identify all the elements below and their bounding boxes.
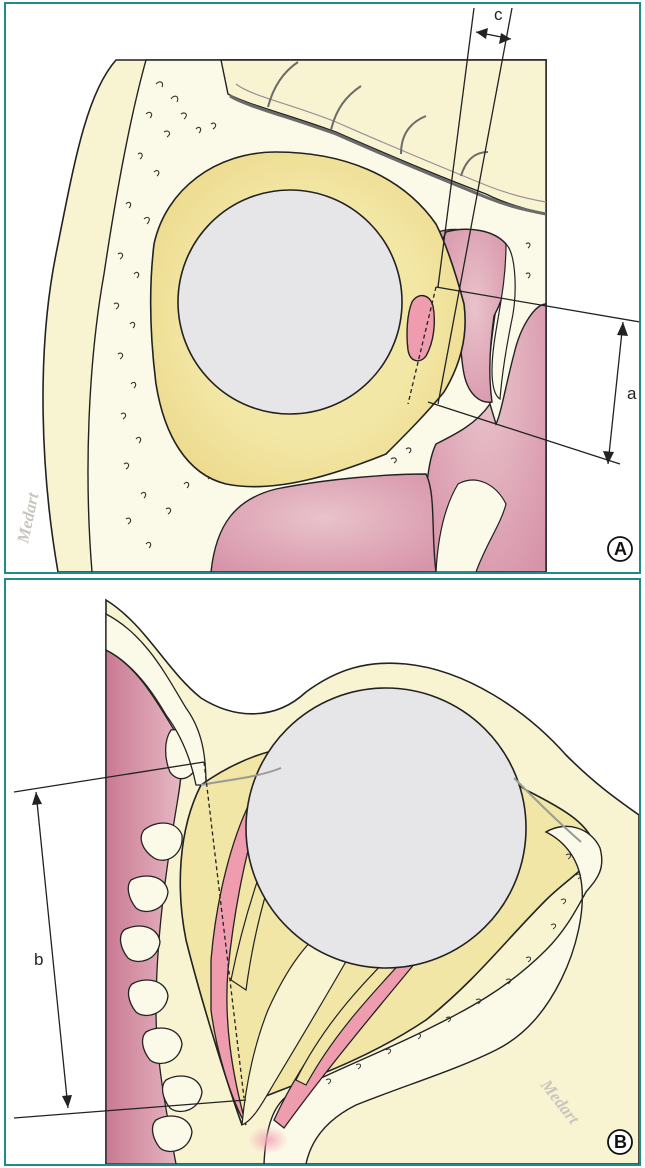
measure-b-label: b (34, 950, 43, 969)
svg-text:B: B (614, 1132, 627, 1152)
panel-b-illustration: b Medart B (6, 580, 639, 1164)
svg-text:A: A (614, 539, 627, 559)
eye-globe-b (246, 688, 526, 968)
panel-b-badge: B (608, 1130, 632, 1154)
panel-a-badge: A (608, 537, 632, 561)
measure-a-label: a (627, 384, 637, 403)
apex-glow (248, 1126, 288, 1154)
panel-a-illustration: a c Medart A (6, 4, 639, 572)
measure-c-label: c (494, 5, 503, 24)
panel-b: b Medart B (4, 578, 641, 1166)
panel-a: a c Medart A (4, 2, 641, 574)
eye-globe (178, 190, 402, 414)
